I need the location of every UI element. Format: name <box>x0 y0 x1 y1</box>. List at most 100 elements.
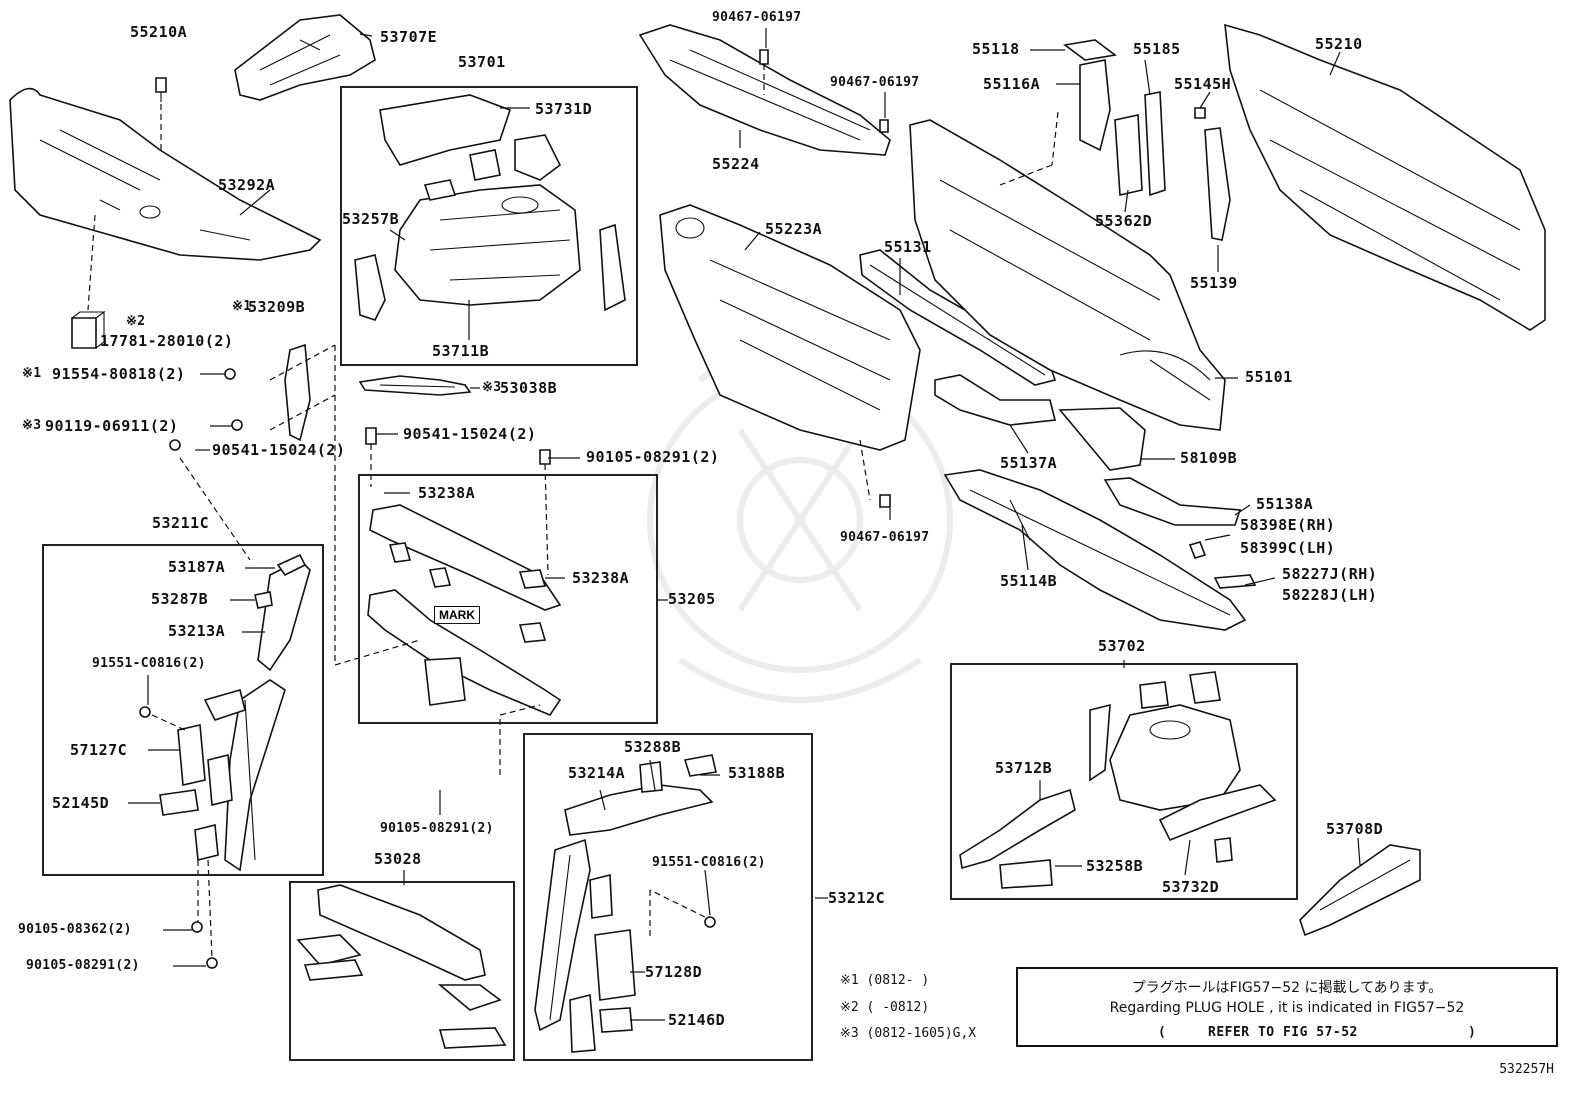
part-label: 53038B <box>500 379 558 397</box>
part-label: 90467-06197 <box>712 10 802 25</box>
group-box-53701 <box>340 86 638 366</box>
part-53702-group <box>959 671 1277 889</box>
part-label: 53732D <box>1162 878 1220 896</box>
part-label: 91551-C0816(2) <box>92 656 206 671</box>
reference-text: REFER TO FIG 57-52 <box>1208 1025 1358 1040</box>
part-53211C-group <box>139 553 311 969</box>
mark-symbol: ※1 <box>22 366 42 381</box>
part-label: 90467-06197 <box>840 530 930 545</box>
part-label: 90105-08291(2) <box>380 821 494 836</box>
reference-open: ( <box>1158 1025 1166 1040</box>
part-17781-28010 <box>71 310 106 349</box>
part-53028-group <box>296 884 507 1049</box>
part-label: 55114B <box>1000 572 1058 590</box>
part-53707E <box>234 14 376 101</box>
part-53038B <box>358 375 472 396</box>
reference-close: ) <box>1468 1025 1476 1040</box>
part-label: 90105-08362(2) <box>18 922 132 937</box>
part-label: 53211C <box>152 514 210 532</box>
mark-symbol: ※1 <box>232 299 252 314</box>
part-label: 53212C <box>828 889 886 907</box>
illustration-number: 532257H <box>1499 1062 1554 1077</box>
part-label: 53702 <box>1098 637 1146 655</box>
part-label: 53187A <box>168 558 226 576</box>
part-label: 53287B <box>151 590 209 608</box>
group-box-53205 <box>358 474 658 724</box>
footnote: ※1 (0812- ) <box>840 973 930 988</box>
part-label: 57128D <box>645 963 703 981</box>
part-label: 53257B <box>342 210 400 228</box>
part-53292A <box>9 87 322 311</box>
part-label: 53209B <box>248 298 306 316</box>
part-55131 <box>859 249 1057 386</box>
part-label: 17781-28010(2) <box>100 332 234 350</box>
part-label: 55210 <box>1315 35 1363 53</box>
mark-tag: MARK <box>434 606 480 625</box>
part-label: 57127C <box>70 741 128 759</box>
part-label: 53707E <box>380 28 438 46</box>
part-label: 55101 <box>1245 368 1293 386</box>
part-label: 53701 <box>458 53 506 71</box>
part-label: 53711B <box>432 342 490 360</box>
part-53205-group <box>334 427 562 775</box>
notice-jp: プラグホールはFIG57−52 に掲載してあります。 <box>1131 980 1443 996</box>
part-label: 53731D <box>535 100 593 118</box>
part-53701-group <box>354 94 626 321</box>
part-label: 53028 <box>374 850 422 868</box>
part-label: 58109B <box>1180 449 1238 467</box>
part-label: 53214A <box>568 764 626 782</box>
part-label: 91554-80818(2) <box>52 365 186 383</box>
part-label: 55362D <box>1095 212 1153 230</box>
part-label: 53292A <box>218 176 276 194</box>
part-55223A <box>659 204 921 508</box>
mark-symbol: ※2 <box>126 314 146 329</box>
part-label: 91551-C0816(2) <box>652 855 766 870</box>
part-53212C-group <box>534 754 717 1053</box>
leader-lines <box>128 28 1361 1021</box>
part-label: 55137A <box>1000 454 1058 472</box>
part-label: 53205 <box>668 590 716 608</box>
part-label: 53708D <box>1326 820 1384 838</box>
footnote: ※3 (0812-1605)G,X <box>840 1026 977 1041</box>
footnote: ※2 ( -0812) <box>840 1000 930 1015</box>
part-55210 <box>1224 23 1546 331</box>
group-box-53028 <box>289 881 515 1061</box>
notice-en: Regarding PLUG HOLE , it is indicated in… <box>1109 1000 1465 1016</box>
part-label: 55116A <box>983 75 1041 93</box>
part-55114B <box>943 469 1247 631</box>
part-label: 90119-06911(2) <box>45 417 179 435</box>
part-label: 58399C(LH) <box>1240 539 1336 557</box>
part-label: 90467-06197 <box>830 75 920 90</box>
part-53209B <box>169 343 336 665</box>
part-label: 90541-15024(2) <box>403 425 537 443</box>
mark-symbol: ※3 <box>22 418 42 433</box>
part-label: 53238A <box>418 484 476 502</box>
part-label: 55145H <box>1174 75 1232 93</box>
plug-hole-notice: プラグホールはFIG57−52 に掲載してあります。 Regarding PLU… <box>1016 967 1558 1047</box>
part-label: 90105-08291(2) <box>586 448 720 466</box>
part-label: 55224 <box>712 155 760 173</box>
part-53708D <box>1299 844 1421 937</box>
part-label: 55131 <box>884 238 932 256</box>
part-55137A-cluster <box>934 374 1257 589</box>
part-label: 58398E(RH) <box>1240 516 1336 534</box>
part-label: 58227J(RH) <box>1282 565 1378 583</box>
part-label: 55210A <box>130 23 188 41</box>
group-box-53212c <box>523 733 813 1061</box>
part-label: 55118 <box>972 40 1020 58</box>
part-label: 53213A <box>168 622 226 640</box>
group-box-53702 <box>950 663 1298 900</box>
part-label: 55138A <box>1256 495 1314 513</box>
part-label: 53712B <box>995 759 1053 777</box>
group-box-53211c <box>42 544 324 876</box>
part-label: 53288B <box>624 738 682 756</box>
part-55224 <box>638 24 891 156</box>
part-label: 55185 <box>1133 40 1181 58</box>
part-label: 90541-15024(2) <box>212 441 346 459</box>
part-label: 55139 <box>1190 274 1238 292</box>
part-label: 53188B <box>728 764 786 782</box>
part-label: 52146D <box>668 1011 726 1029</box>
part-55101 <box>909 119 1226 431</box>
